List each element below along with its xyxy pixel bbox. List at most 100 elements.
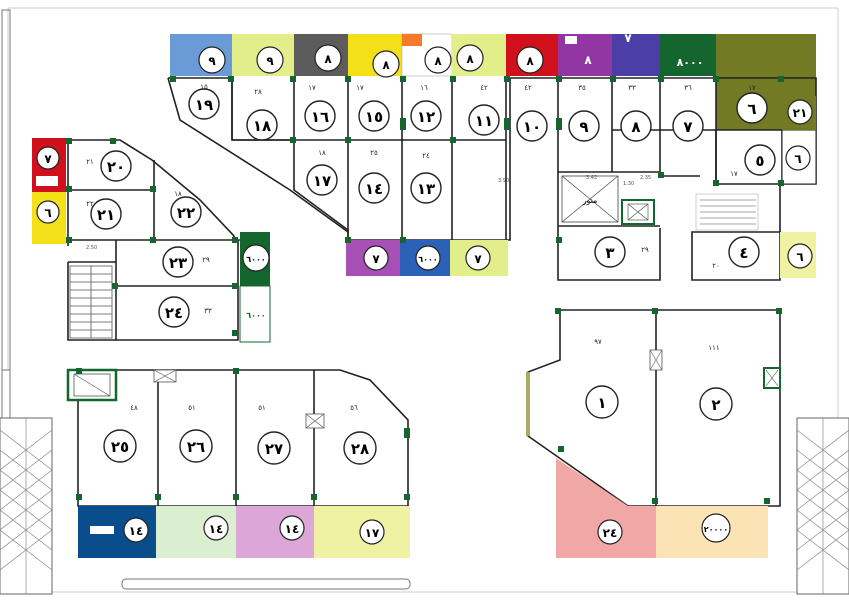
svg-text:١٧: ١٧: [748, 84, 756, 92]
tag-8a: ٨: [324, 52, 332, 66]
svg-text:٧: ٧: [372, 252, 380, 266]
svg-text:٩٧: ٩٧: [594, 338, 602, 346]
svg-text:٦: ٦: [794, 152, 801, 166]
right-stair-block: [796, 417, 849, 595]
svg-text:١٧: ١٧: [365, 526, 380, 540]
unit-23: ٢٣: [169, 254, 187, 272]
unit-17: ١٧: [313, 172, 331, 190]
unit-14: ١٤: [365, 180, 383, 198]
svg-text:٤٢: ٤٢: [480, 84, 488, 92]
dim-3-90: 3.90: [498, 178, 509, 184]
svg-text:٧: ٧: [44, 152, 52, 166]
svg-text:٣٥: ٣٥: [578, 84, 586, 92]
light-well-label: منور: [582, 196, 598, 205]
svg-text:٥١: ٥١: [258, 404, 266, 412]
elevator-shaft: [621, 199, 655, 225]
unit-25: ٢٥: [111, 438, 129, 456]
svg-text:١٨: ١٨: [174, 190, 182, 198]
top-color-strip: [170, 33, 816, 130]
unit-8: ٨: [631, 118, 640, 136]
tag-8000: ٨٠٠٠: [677, 56, 704, 69]
svg-text:٦: ٦: [796, 250, 803, 264]
unit-3: ٣: [605, 244, 614, 262]
structural-columns: [66, 76, 784, 504]
svg-text:١٤: ١٤: [285, 522, 300, 536]
unit-1: ١: [597, 394, 606, 412]
bottom-building-edge: [121, 578, 411, 590]
left-stairs: [69, 265, 113, 339]
unit-28: ٢٨: [351, 440, 369, 458]
bottom-left-shafts: [66, 368, 325, 429]
unit-22: ٢٢: [177, 204, 195, 222]
stairs-upper-right: [695, 193, 759, 231]
upper-areas: ١٥ ٢٨ ١٧ ١٧ ١٦ ٤٢ ٤٢ ٣٥ ٣٣ ٣٦ ١٧ ١٨ ٢٥ ٢…: [200, 83, 756, 270]
unit-16: ١٦: [311, 108, 329, 126]
svg-text:١١١: ١١١: [708, 344, 719, 352]
svg-text:١٧: ١٧: [308, 84, 316, 92]
tag-8d: ٨: [466, 52, 474, 66]
unit-24: ٢٤: [165, 304, 183, 322]
tag-8b: ٨: [382, 58, 390, 72]
unit-27: ٢٧: [265, 440, 283, 458]
left-units: ٢٠ ٢١ ٢٢ ٢٣ ٢٤: [90, 150, 202, 328]
svg-text:٦: ٦: [44, 206, 51, 220]
unit-18: ١٨: [253, 117, 271, 135]
unit-12: ١٢: [417, 108, 435, 126]
svg-text:٢٩: ٢٩: [202, 256, 210, 264]
svg-text:٣٦: ٣٦: [684, 84, 692, 92]
unit-19: ١٩: [195, 96, 213, 114]
tag-7a: ٧: [624, 31, 632, 45]
svg-text:٢١: ٢١: [793, 106, 808, 120]
bottom-left-areas: ٤٨ ٥١ ٥١ ٥٦: [130, 404, 358, 412]
dimension-labels: 3.90 3.42 1.30 2.50 2.35: [86, 175, 651, 251]
svg-text:٦٠٠٠: ٦٠٠٠: [246, 255, 266, 264]
unit-5: ٥: [755, 152, 764, 170]
mid-tags: ٧ ٦٠٠٠ ٧ ٢١ ٦ ٦: [363, 99, 813, 271]
svg-text:٢٤: ٢٤: [603, 526, 618, 540]
svg-text:٢٠: ٢٠: [712, 262, 720, 270]
unit-9: ٩: [579, 118, 588, 136]
tag-9b: ٩: [266, 54, 274, 68]
svg-text:١٤: ١٤: [209, 522, 224, 536]
bottom-right-shafts: [649, 349, 781, 389]
unit-10: ١٠: [523, 118, 541, 136]
unit-21: ٢١: [97, 206, 115, 224]
bottom-left-units: ٢٥ ٢٦ ٢٧ ٢٨: [103, 429, 377, 465]
top-tags: ٩ ٩ ٨ ٨ ٨ ٨ ٨ ٨ ٧ ٨٠٠٠: [198, 31, 704, 78]
dim-3-42: 3.42: [586, 175, 597, 181]
svg-text:١٦: ١٦: [420, 84, 428, 92]
svg-text:١٧: ١٧: [356, 84, 364, 92]
unit-15: ١٥: [365, 108, 383, 126]
svg-text:٥٦: ٥٦: [350, 404, 358, 412]
unit-13: ١٣: [417, 180, 435, 198]
unit-4: ٤: [739, 244, 748, 262]
bottom-left-tags: ١٤ ١٤ ١٤ ١٧: [123, 515, 385, 545]
svg-text:٦٠٠٠: ٦٠٠٠: [246, 311, 266, 320]
svg-text:١٧: ١٧: [730, 170, 738, 178]
dim-2-35: 2.35: [640, 175, 651, 181]
svg-text:٣٣: ٣٣: [204, 307, 212, 315]
svg-text:٢٢: ٢٢: [86, 200, 94, 208]
bottom-right-tags: ٢٤ ٢٠٠٠٠: [597, 513, 731, 545]
svg-text:٤٨: ٤٨: [130, 404, 138, 412]
svg-text:٣٣: ٣٣: [628, 84, 636, 92]
upper-units: ١٩ ١٨ ١٦ ١٥ ١٢ ١١ ١٠ ٩ ٨ ٧ ٦ ٥ ١٧ ١٤ ١٣ …: [188, 88, 776, 268]
svg-text:١٤: ١٤: [129, 524, 144, 538]
left-stair-block: [0, 417, 53, 595]
svg-text:٤٢: ٤٢: [524, 84, 532, 92]
unit-20: ٢٠: [107, 158, 125, 176]
left-tags: ٧ ٦ ٦٠٠٠ ٦٠٠٠: [36, 146, 270, 320]
light-well: منور: [561, 175, 619, 223]
dim-2-50: 2.50: [86, 245, 97, 251]
svg-text:٢٩: ٢٩: [641, 246, 649, 254]
svg-text:٢١: ٢١: [86, 158, 94, 166]
unit-6: ٦: [747, 100, 756, 118]
svg-text:٥١: ٥١: [188, 404, 196, 412]
svg-text:٢٨: ٢٨: [254, 88, 262, 96]
svg-text:١٨: ١٨: [318, 149, 326, 157]
unit-26: ٢٦: [187, 438, 205, 456]
svg-text:٢٠٠٠٠: ٢٠٠٠٠: [704, 525, 728, 534]
unit-11: ١١: [475, 112, 493, 130]
